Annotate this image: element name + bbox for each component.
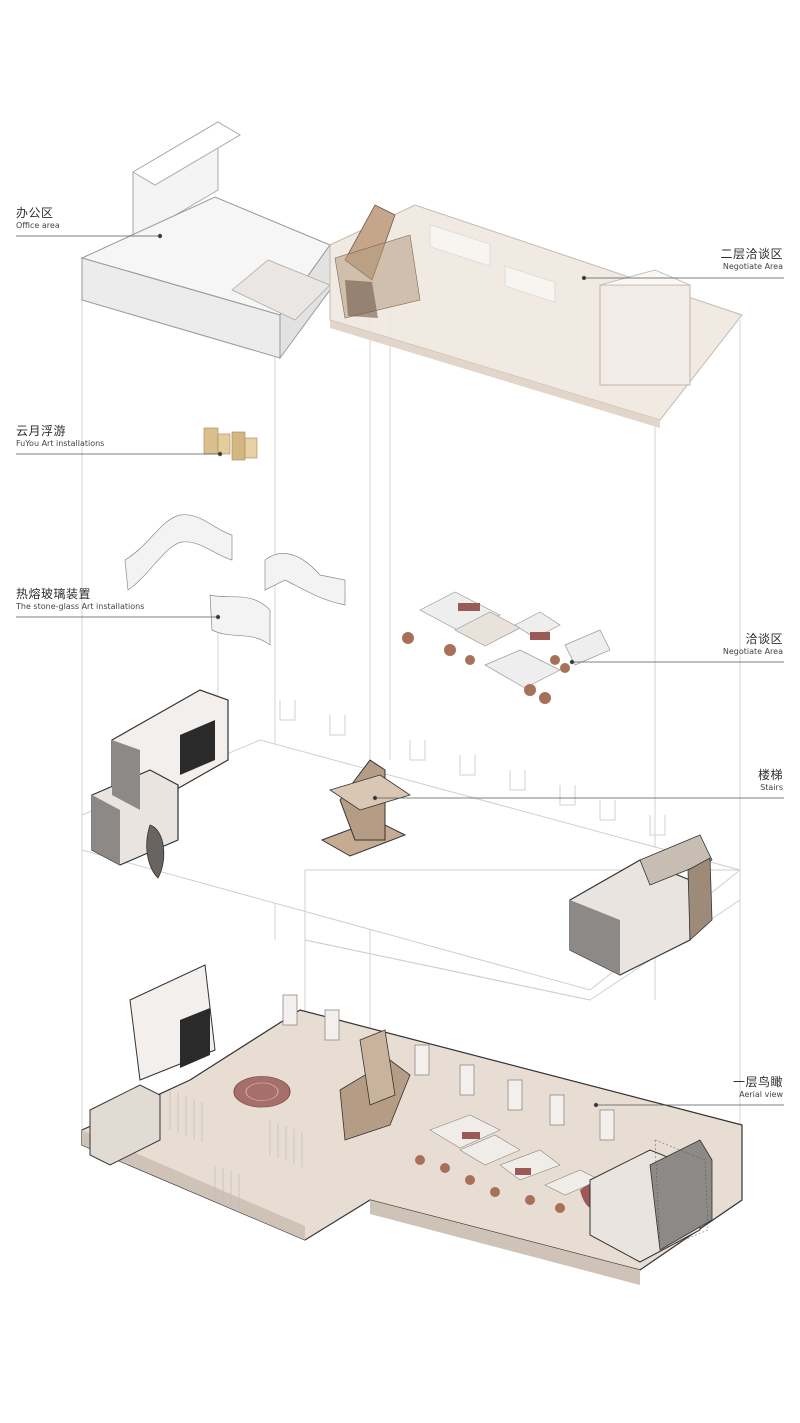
negotiate-furniture: [402, 591, 611, 704]
label-stairs-en: Stairs: [760, 782, 783, 792]
label-stone-glass-en: The stone-glass Art installations: [16, 601, 145, 611]
label-fuyou: 云月浮游 FuYou Art installations: [16, 424, 105, 448]
label-fuyou-zh: 云月浮游: [16, 424, 67, 438]
label-office-area-en: Office area: [16, 220, 60, 230]
label-negotiate-2f: 二层洽谈区 Negotiate Area: [720, 247, 783, 271]
stair-middle: [320, 759, 411, 857]
label-negotiate-zh: 洽谈区: [745, 632, 783, 646]
label-stone-glass-zh: 热熔玻璃装置: [16, 587, 92, 601]
label-office-area-zh: 办公区: [16, 206, 54, 220]
label-stairs-zh: 楼梯: [757, 768, 783, 782]
label-negotiate-2f-en: Negotiate Area: [722, 261, 783, 271]
label-negotiate-2f-zh: 二层洽谈区: [720, 247, 783, 261]
office-rooms-1f: [91, 689, 229, 879]
east-room-1f: [569, 834, 713, 976]
fuyou-installation: [203, 427, 258, 461]
label-aerial-view: 一层鸟瞰 Aerial view: [732, 1075, 783, 1099]
floor-2f-negotiate: [329, 204, 743, 428]
label-negotiate: 洽谈区 Negotiate Area: [722, 632, 783, 656]
stone-glass-installations: [124, 514, 346, 646]
label-fuyou-en: FuYou Art installations: [16, 438, 105, 448]
stair-upper: [334, 204, 421, 319]
label-stone-glass: 热熔玻璃装置 The stone-glass Art installations: [16, 587, 145, 611]
label-office-area: 办公区 Office area: [16, 206, 60, 230]
label-stairs: 楼梯 Stairs: [757, 768, 783, 792]
label-aerial-view-zh: 一层鸟瞰: [732, 1075, 783, 1089]
office-block: [80, 121, 331, 360]
label-aerial-view-en: Aerial view: [739, 1089, 783, 1099]
floor-ground-aerial: [81, 964, 743, 1285]
leader-lines: [16, 233, 784, 1108]
label-negotiate-en: Negotiate Area: [722, 646, 783, 656]
projection-lines: [81, 258, 741, 1240]
